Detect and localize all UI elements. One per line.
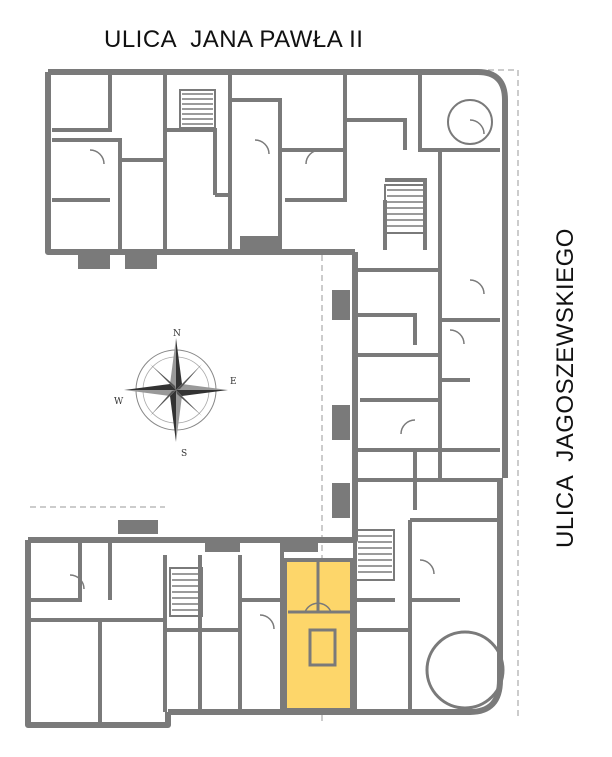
street-label-jana-pawla: ULICA JANA PAWŁA II [104, 26, 364, 53]
balconies [78, 236, 350, 552]
compass-rose-icon: N E S W [114, 329, 237, 459]
stairwells [169, 89, 426, 617]
compass-south-letter: S [181, 449, 187, 459]
east-wing-partitions [355, 268, 500, 712]
compass-east-letter: E [230, 377, 237, 387]
round-lobby-north [447, 99, 493, 145]
door-swings [69, 119, 485, 630]
round-lobby-south [425, 630, 505, 710]
north-wing-partitions [52, 75, 500, 270]
compass-north-letter: N [173, 329, 181, 339]
compass-west-letter: W [114, 397, 124, 407]
